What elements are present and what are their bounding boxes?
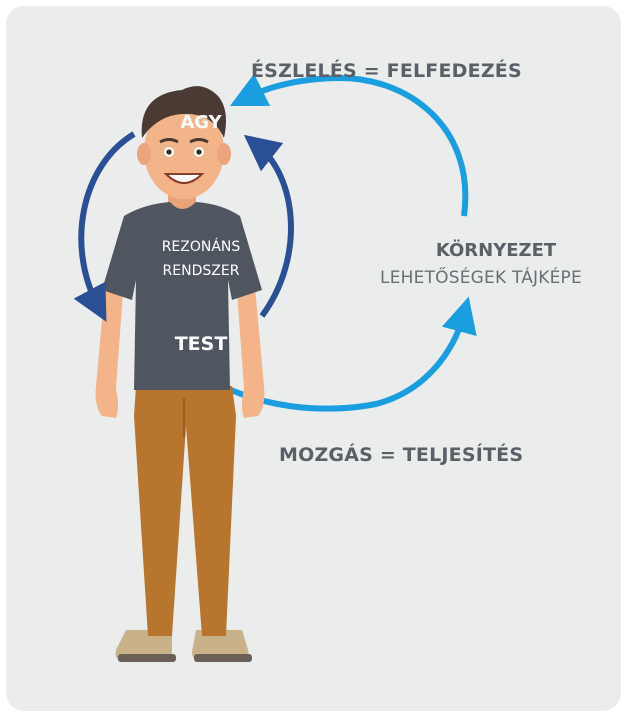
shirt-label-line2: RENDSZER bbox=[162, 263, 240, 279]
left-shoe bbox=[115, 630, 172, 660]
shirt-label-line1: REZONÁNS bbox=[161, 239, 241, 255]
outer-bottom-arrow bbox=[182, 296, 477, 412]
diagram-canvas bbox=[73, 73, 477, 662]
environment-subtitle: LEHETŐSÉGEK TÁJKÉPE bbox=[380, 268, 582, 288]
right-brow bbox=[189, 138, 209, 144]
outer-top-arrow bbox=[229, 73, 469, 217]
brain-label: AGY bbox=[180, 112, 222, 133]
movement-label: MOZGÁS = TELJESÍTÉS bbox=[279, 444, 524, 466]
inner-left-arrow bbox=[73, 131, 136, 322]
body-label: TEST bbox=[174, 333, 228, 355]
hair bbox=[141, 86, 226, 138]
left-arm bbox=[95, 276, 124, 418]
environment-title: KÖRNYEZET bbox=[435, 240, 557, 261]
shirt bbox=[102, 202, 262, 390]
left-brow bbox=[159, 138, 179, 144]
right-pupil bbox=[196, 149, 202, 155]
perception-label: ÉSZLELÉS = FELFEDEZÉS bbox=[251, 60, 522, 82]
right-shoe bbox=[192, 630, 249, 660]
left-sole bbox=[118, 654, 176, 662]
diagram-panel: ÉSZLELÉS = FELFEDEZÉS MOZGÁS = TELJESÍTÉ… bbox=[6, 6, 621, 711]
smile bbox=[163, 173, 205, 184]
pants bbox=[134, 386, 236, 636]
person-illustration bbox=[95, 86, 265, 662]
right-sole bbox=[194, 654, 252, 662]
right-arm bbox=[236, 276, 265, 418]
inner-right-arrow bbox=[243, 134, 294, 318]
right-ear bbox=[217, 143, 231, 165]
head bbox=[144, 103, 224, 199]
left-ear bbox=[137, 143, 151, 165]
left-pupil bbox=[166, 149, 172, 155]
